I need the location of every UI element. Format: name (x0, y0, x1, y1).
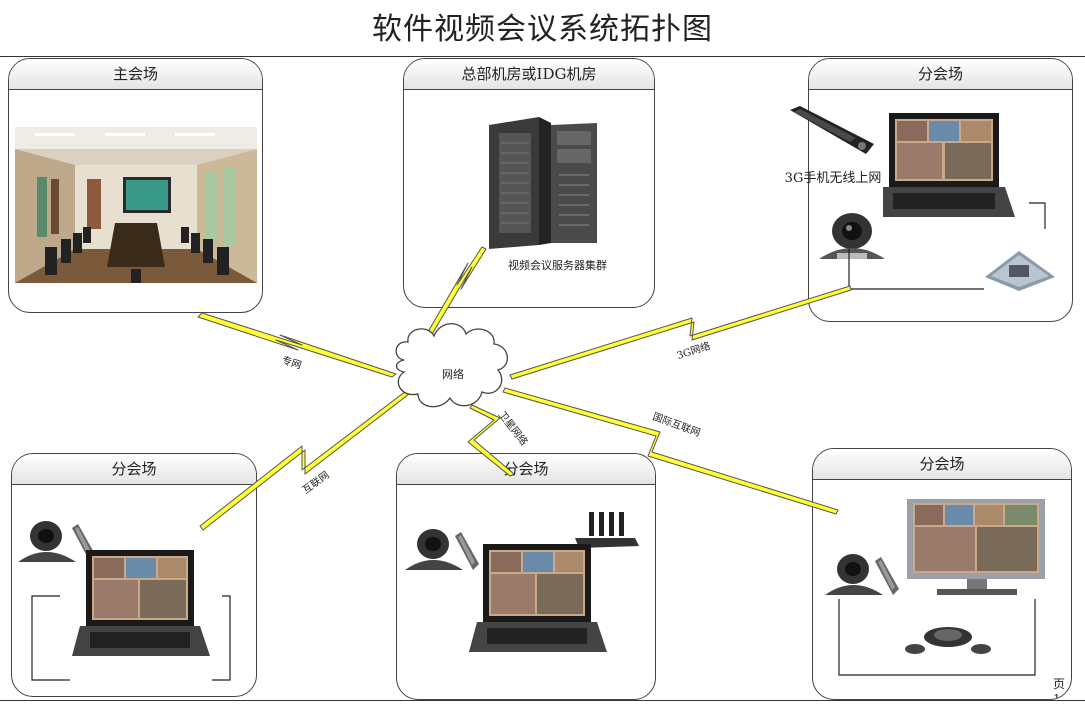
box-branch-bm-title: 分会场 (397, 454, 655, 485)
branch-bl-laptop-image (72, 550, 210, 656)
box-branch-top-right: 分会场 (808, 58, 1073, 322)
box-hq-title: 总部机房或IDG机房 (404, 59, 654, 90)
box-main-venue: 主会场 (8, 58, 263, 313)
mobile-phone-icon (790, 106, 874, 154)
link-satellite-bolt (467, 404, 515, 477)
box-main-venue-title: 主会场 (9, 59, 262, 90)
branch-bl-camera-icon (18, 521, 76, 562)
network-cloud (395, 323, 508, 408)
page-number: 页 1 (1053, 677, 1066, 700)
box-branch-bl-title: 分会场 (12, 454, 256, 485)
top-rule (0, 56, 1085, 57)
branch-br-wiring (838, 599, 1036, 676)
link-hq-bolt (417, 246, 487, 352)
box-branch-bottom-right: 分会场 页 1 (812, 448, 1072, 700)
branch-bl-wiring (31, 595, 231, 681)
server-cluster-caption: 视频会议服务器集群 (508, 259, 607, 272)
branch-bm-camera-icon (405, 529, 463, 570)
phone-caption: 3G手机无线上网 (784, 171, 882, 186)
branch-br-speakerphone-icon (905, 627, 991, 654)
conference-room-image (15, 127, 257, 283)
branch-br-remote-icon (875, 557, 899, 595)
diagram-title: 软件视频会议系统拓扑图 (372, 12, 713, 47)
link-internet-bl-bolt (199, 387, 414, 531)
link-international-bolt (502, 387, 839, 515)
link-3g-bolt (509, 285, 852, 380)
link-dedicated-bolt (197, 312, 397, 378)
box-hq-server-room: 总部机房或IDG机房 视频会议服务器集群 (403, 58, 655, 308)
flat-panel-display-image (907, 499, 1045, 595)
branch-tr-camera-icon (819, 213, 885, 259)
box-branch-bottom-middle: 分会场 (396, 453, 656, 700)
branch-bm-laptop-image (469, 544, 607, 652)
cloud-label: 网络 (442, 368, 464, 381)
server-cluster-image (489, 117, 597, 249)
bottom-rule (0, 700, 1085, 701)
branch-bm-remote-icon (455, 532, 479, 570)
box-branch-bottom-left: 分会场 (11, 453, 257, 697)
branch-tr-speakerphone-icon (985, 251, 1055, 291)
box-branch-tr-title: 分会场 (809, 59, 1072, 90)
box-branch-br-title: 分会场 (813, 449, 1071, 480)
branch-tr-laptop-image (883, 113, 1015, 217)
branch-br-camera-icon (825, 554, 883, 595)
